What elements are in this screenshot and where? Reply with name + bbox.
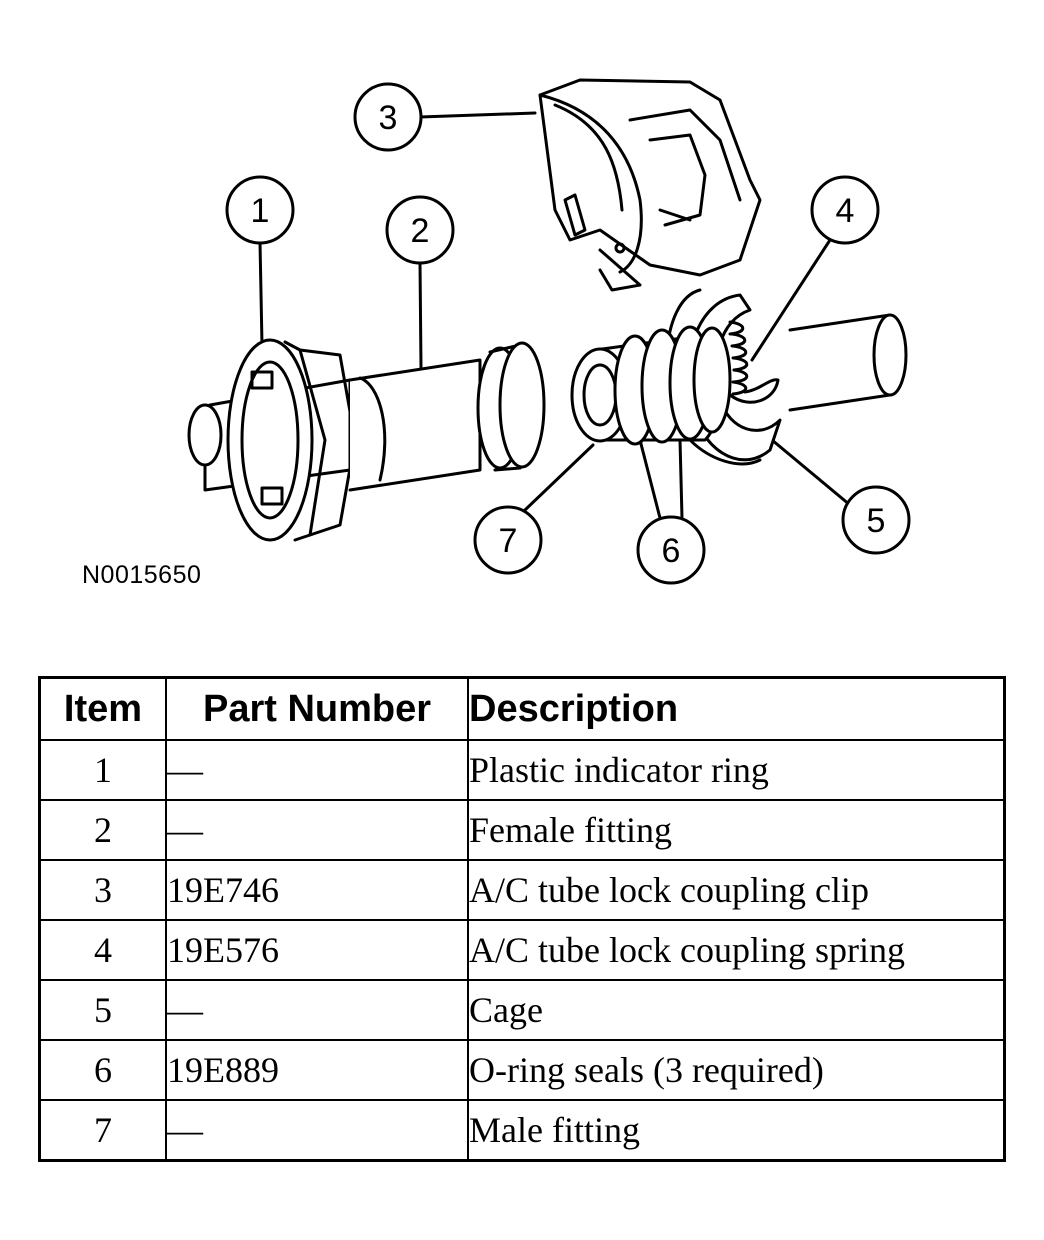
svg-text:5: 5 <box>867 502 886 540</box>
figure-id: N0015650 <box>82 561 202 589</box>
table-row: 6 19E889 O-ring seals (3 required) <box>38 1039 1006 1101</box>
plastic-indicator-ring-drawing <box>187 338 357 542</box>
cell-part-number: — <box>165 1099 469 1162</box>
cell-item: 6 <box>38 1039 167 1101</box>
female-fitting-drawing <box>348 341 546 492</box>
spring-coils <box>728 320 749 396</box>
table-row: 1 — Plastic indicator ring <box>38 739 1006 801</box>
parts-table: Item Part Number Description 1 — Plastic… <box>38 676 1006 1162</box>
cell-part-number: — <box>165 799 469 861</box>
svg-text:4: 4 <box>836 192 855 230</box>
leader-lines <box>258 111 852 520</box>
svg-text:3: 3 <box>379 99 398 137</box>
cell-part-number: — <box>165 979 469 1041</box>
cell-description: A/C tube lock coupling clip <box>467 859 1006 921</box>
cell-part-number: 19E889 <box>165 1039 469 1101</box>
callout-1: 1 <box>225 175 295 245</box>
callout-5: 5 <box>841 485 911 555</box>
male-fitting-drawing <box>570 325 732 446</box>
header-description: Description <box>467 676 1006 741</box>
svg-text:7: 7 <box>499 522 518 560</box>
cell-description: A/C tube lock coupling spring <box>467 919 1006 981</box>
cell-part-number: 19E746 <box>165 859 469 921</box>
callout-6: 6 <box>636 515 706 585</box>
svg-text:2: 2 <box>411 212 430 250</box>
cell-item: 2 <box>38 799 167 861</box>
cell-description: O-ring seals (3 required) <box>467 1039 1006 1101</box>
callout-3: 3 <box>353 82 423 152</box>
table-row: 3 19E746 A/C tube lock coupling clip <box>38 859 1006 921</box>
cell-description: Female fitting <box>467 799 1006 861</box>
table-row: 2 — Female fitting <box>38 799 1006 861</box>
cell-item: 5 <box>38 979 167 1041</box>
header-part-number: Part Number <box>165 676 469 741</box>
cell-item: 1 <box>38 739 167 801</box>
table-row: 7 — Male fitting <box>38 1099 1006 1162</box>
table-header-row: Item Part Number Description <box>38 676 1006 741</box>
cell-item: 7 <box>38 1099 167 1162</box>
callout-4: 4 <box>810 175 880 245</box>
exploded-diagram: 3 1 2 4 5 7 6 <box>187 78 911 585</box>
cell-description: Plastic indicator ring <box>467 739 1006 801</box>
svg-text:6: 6 <box>662 532 681 570</box>
cell-item: 4 <box>38 919 167 981</box>
coupling-clip-drawing <box>538 78 762 292</box>
svg-text:1: 1 <box>251 192 270 230</box>
cell-part-number: 19E576 <box>165 919 469 981</box>
table-row: 5 — Cage <box>38 979 1006 1041</box>
callout-7: 7 <box>473 505 543 575</box>
cell-description: Male fitting <box>467 1099 1006 1162</box>
header-item: Item <box>38 676 167 741</box>
cell-item: 3 <box>38 859 167 921</box>
cell-description: Cage <box>467 979 1006 1041</box>
table-row: 4 19E576 A/C tube lock coupling spring <box>38 919 1006 981</box>
cell-part-number: — <box>165 739 469 801</box>
callout-2: 2 <box>385 195 455 265</box>
